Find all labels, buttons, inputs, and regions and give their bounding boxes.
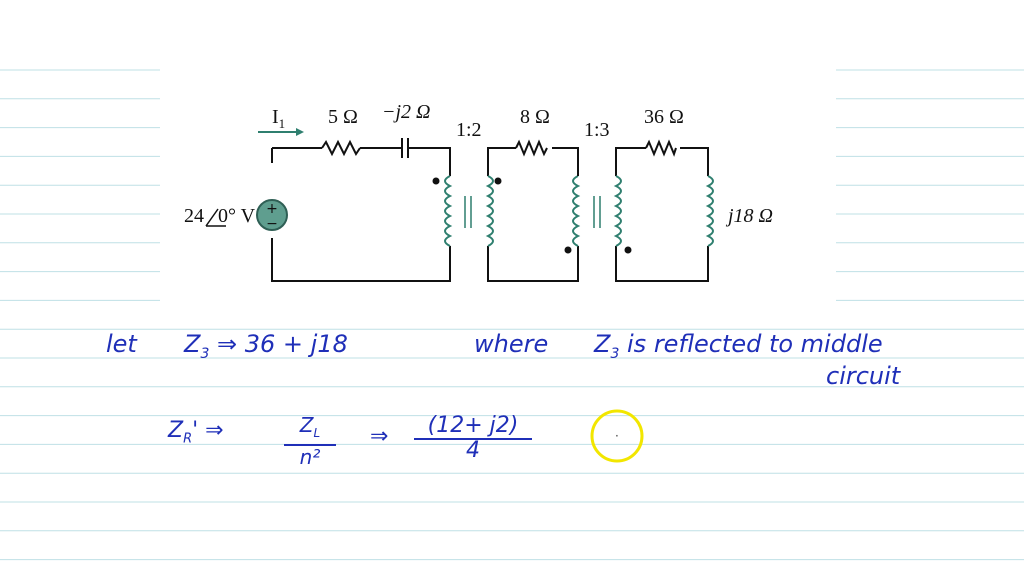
- resistor-5-symbol: [321, 139, 361, 157]
- resistor-8-label: 8 Ω: [520, 106, 550, 128]
- note-circuit: circuit: [826, 362, 901, 390]
- note-zr-lhs: ZR' ⇒: [168, 418, 224, 447]
- voltage-source-icon: + −: [256, 199, 288, 232]
- note-z3-def: Z3 ⇒ 36 + j18: [184, 330, 348, 362]
- svg-text:24: 24: [184, 205, 204, 227]
- loop2-wire: [487, 147, 579, 282]
- z3-subscript: 3: [200, 345, 210, 362]
- primary-coil-2: [572, 175, 581, 247]
- ratio-1-label: 1:2: [456, 119, 482, 141]
- reflected-text: is reflected to middle: [627, 330, 883, 358]
- loop3-wire: [615, 147, 709, 282]
- core-lines-1: [464, 196, 472, 228]
- note-reflected: Z3 is reflected to middle: [594, 330, 883, 362]
- circuit-diagram: + − I1 5 Ω −j2 Ω 1:2 8 Ω 1:3 36 Ω j18 Ω …: [160, 68, 836, 318]
- cursor-highlight-icon: ·: [590, 409, 644, 463]
- ratio-2-label: 1:3: [584, 119, 610, 141]
- capacitor-symbol: [398, 138, 412, 158]
- svg-text:0° V: 0° V: [218, 205, 256, 227]
- svg-text:−: −: [266, 216, 278, 232]
- primary-coil-1: [444, 175, 453, 247]
- svg-text:·: ·: [615, 429, 619, 443]
- note-zl-fraction: ZL n²: [284, 414, 336, 468]
- secondary-coil-2: [613, 175, 622, 247]
- resistor-8-symbol: [515, 139, 548, 157]
- resistor-36-label: 36 Ω: [644, 106, 684, 128]
- polarity-dot-3: [564, 246, 572, 254]
- capacitor-label: −j2 Ω: [382, 101, 431, 123]
- svg-text:+: +: [266, 201, 278, 217]
- z3-subscript-2: 3: [610, 345, 620, 362]
- load-inductor: [705, 175, 714, 247]
- z3-value: ⇒ 36 + j18: [217, 330, 348, 358]
- secondary-coil-1: [485, 175, 494, 247]
- polarity-dot-1: [432, 177, 440, 185]
- z3-symbol-2: Z: [594, 330, 611, 358]
- polarity-dot-2: [494, 177, 502, 185]
- note-arrow: ⇒: [370, 424, 389, 449]
- loop1-wire: [271, 147, 451, 282]
- current-label: I1: [272, 106, 285, 131]
- inductor-label: j18 Ω: [725, 205, 773, 227]
- polarity-dot-4: [624, 246, 632, 254]
- source-label: 24 0° V: [184, 205, 256, 227]
- note-let: let: [106, 330, 137, 358]
- core-lines-2: [593, 196, 601, 228]
- resistor-36-symbol: [645, 139, 677, 157]
- resistor-5-label: 5 Ω: [328, 106, 358, 128]
- note-result-fraction: (12+ j2) 4: [414, 414, 532, 462]
- z3-symbol: Z: [184, 330, 201, 358]
- note-where: where: [474, 330, 549, 358]
